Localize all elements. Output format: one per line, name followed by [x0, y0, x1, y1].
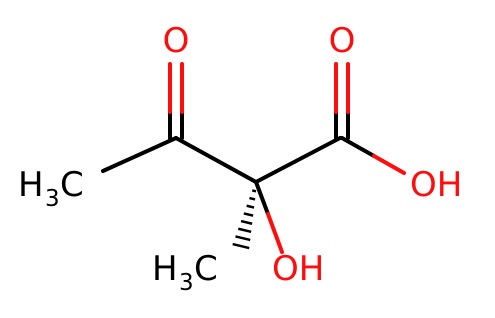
bond-chiral-carboxyl [254, 136, 342, 184]
bond-ketone-chiral [174, 136, 258, 184]
hash-line [251, 189, 257, 193]
methyl-left-subscript: 3 [45, 186, 60, 212]
hash-line [240, 219, 253, 225]
methyl-bottom-c: C [194, 249, 218, 289]
bonds [101, 62, 406, 254]
bond-chiral-oh-red [266, 212, 284, 254]
hash-line [246, 204, 255, 209]
hash-line [235, 235, 251, 242]
atom-labels: O O OH OH H 3 C H 3 C [18, 21, 462, 296]
hash-line [232, 242, 250, 250]
bond-acid-c-oh-red [372, 154, 406, 175]
bond-hashed-wedge [232, 189, 257, 250]
methyl-bottom-subscript: 3 [179, 270, 194, 296]
methyl-bottom-h: H [152, 249, 178, 289]
hash-line [243, 212, 254, 217]
bond-chiral-oh-black [254, 180, 270, 216]
methyl-left-c: C [60, 165, 84, 205]
ketone-oxygen-label: O [163, 21, 190, 61]
methyl-left-h: H [18, 165, 44, 205]
bond-methyl-ketone [101, 136, 178, 173]
hash-line [249, 196, 256, 201]
bond-acid-c-oh-black [340, 136, 376, 158]
hash-line [237, 227, 252, 234]
acid-oxygen-label: O [329, 21, 356, 61]
acid-oh-label: OH [410, 165, 462, 205]
alpha-oh-label: OH [272, 249, 324, 289]
